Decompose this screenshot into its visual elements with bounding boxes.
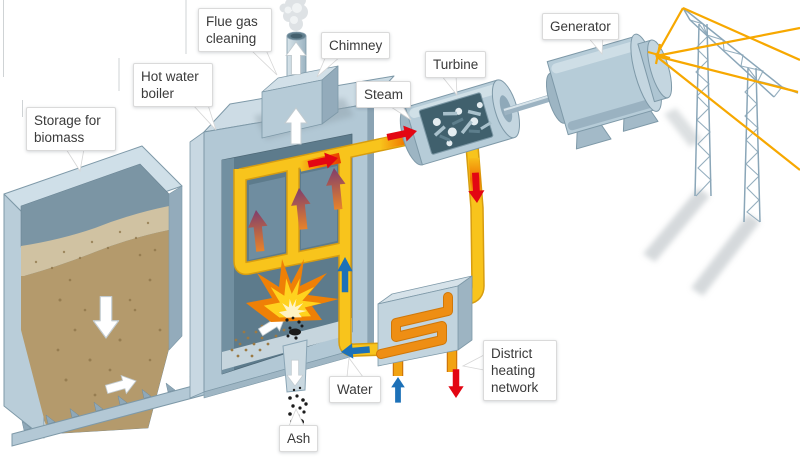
pylon-shadow <box>691 214 760 296</box>
soot-particles <box>285 316 304 340</box>
label-tail-hot-water-boiler <box>192 104 217 131</box>
label-tail-ash <box>288 408 305 427</box>
furnace-floor <box>222 318 352 370</box>
label-generator: Generator <box>542 13 619 40</box>
leader-lines <box>3 0 187 117</box>
label-ash: Ash <box>279 425 319 452</box>
biomass-top-layer <box>21 206 169 276</box>
label-tails <box>65 35 604 427</box>
pylon-shadow <box>643 188 710 262</box>
label-chimney: Chimney <box>321 32 391 59</box>
label-flue-gas-cleaning: Flue gas cleaning <box>198 8 272 52</box>
transmission-pylon <box>682 7 799 223</box>
district-supply-down-arrow <box>448 369 464 398</box>
heat-exchanger-coil <box>377 293 452 358</box>
label-tail-flue-gas <box>250 49 278 76</box>
label-turbine: Turbine <box>425 51 487 78</box>
turbine-blades <box>432 102 492 147</box>
generator-shadow <box>664 108 702 147</box>
biomass-storage-bin <box>3 145 183 439</box>
label-tail-water <box>346 356 364 378</box>
furnace-flame <box>230 259 339 358</box>
label-district-heating-network: District heating network <box>483 340 557 401</box>
label-water: Water <box>329 376 381 403</box>
label-tail-turbine <box>440 74 458 97</box>
label-storage-for-biomass: Storage for biomass <box>26 107 116 151</box>
smoke <box>279 0 308 31</box>
label-hot-water-boiler: Hot water boiler <box>133 63 213 107</box>
heat-exchanger <box>376 275 473 367</box>
turbine <box>399 79 520 166</box>
power-lines <box>647 6 800 171</box>
label-steam: Steam <box>356 81 412 108</box>
district-return-up-arrow <box>391 377 405 403</box>
label-tail-district <box>461 354 485 371</box>
